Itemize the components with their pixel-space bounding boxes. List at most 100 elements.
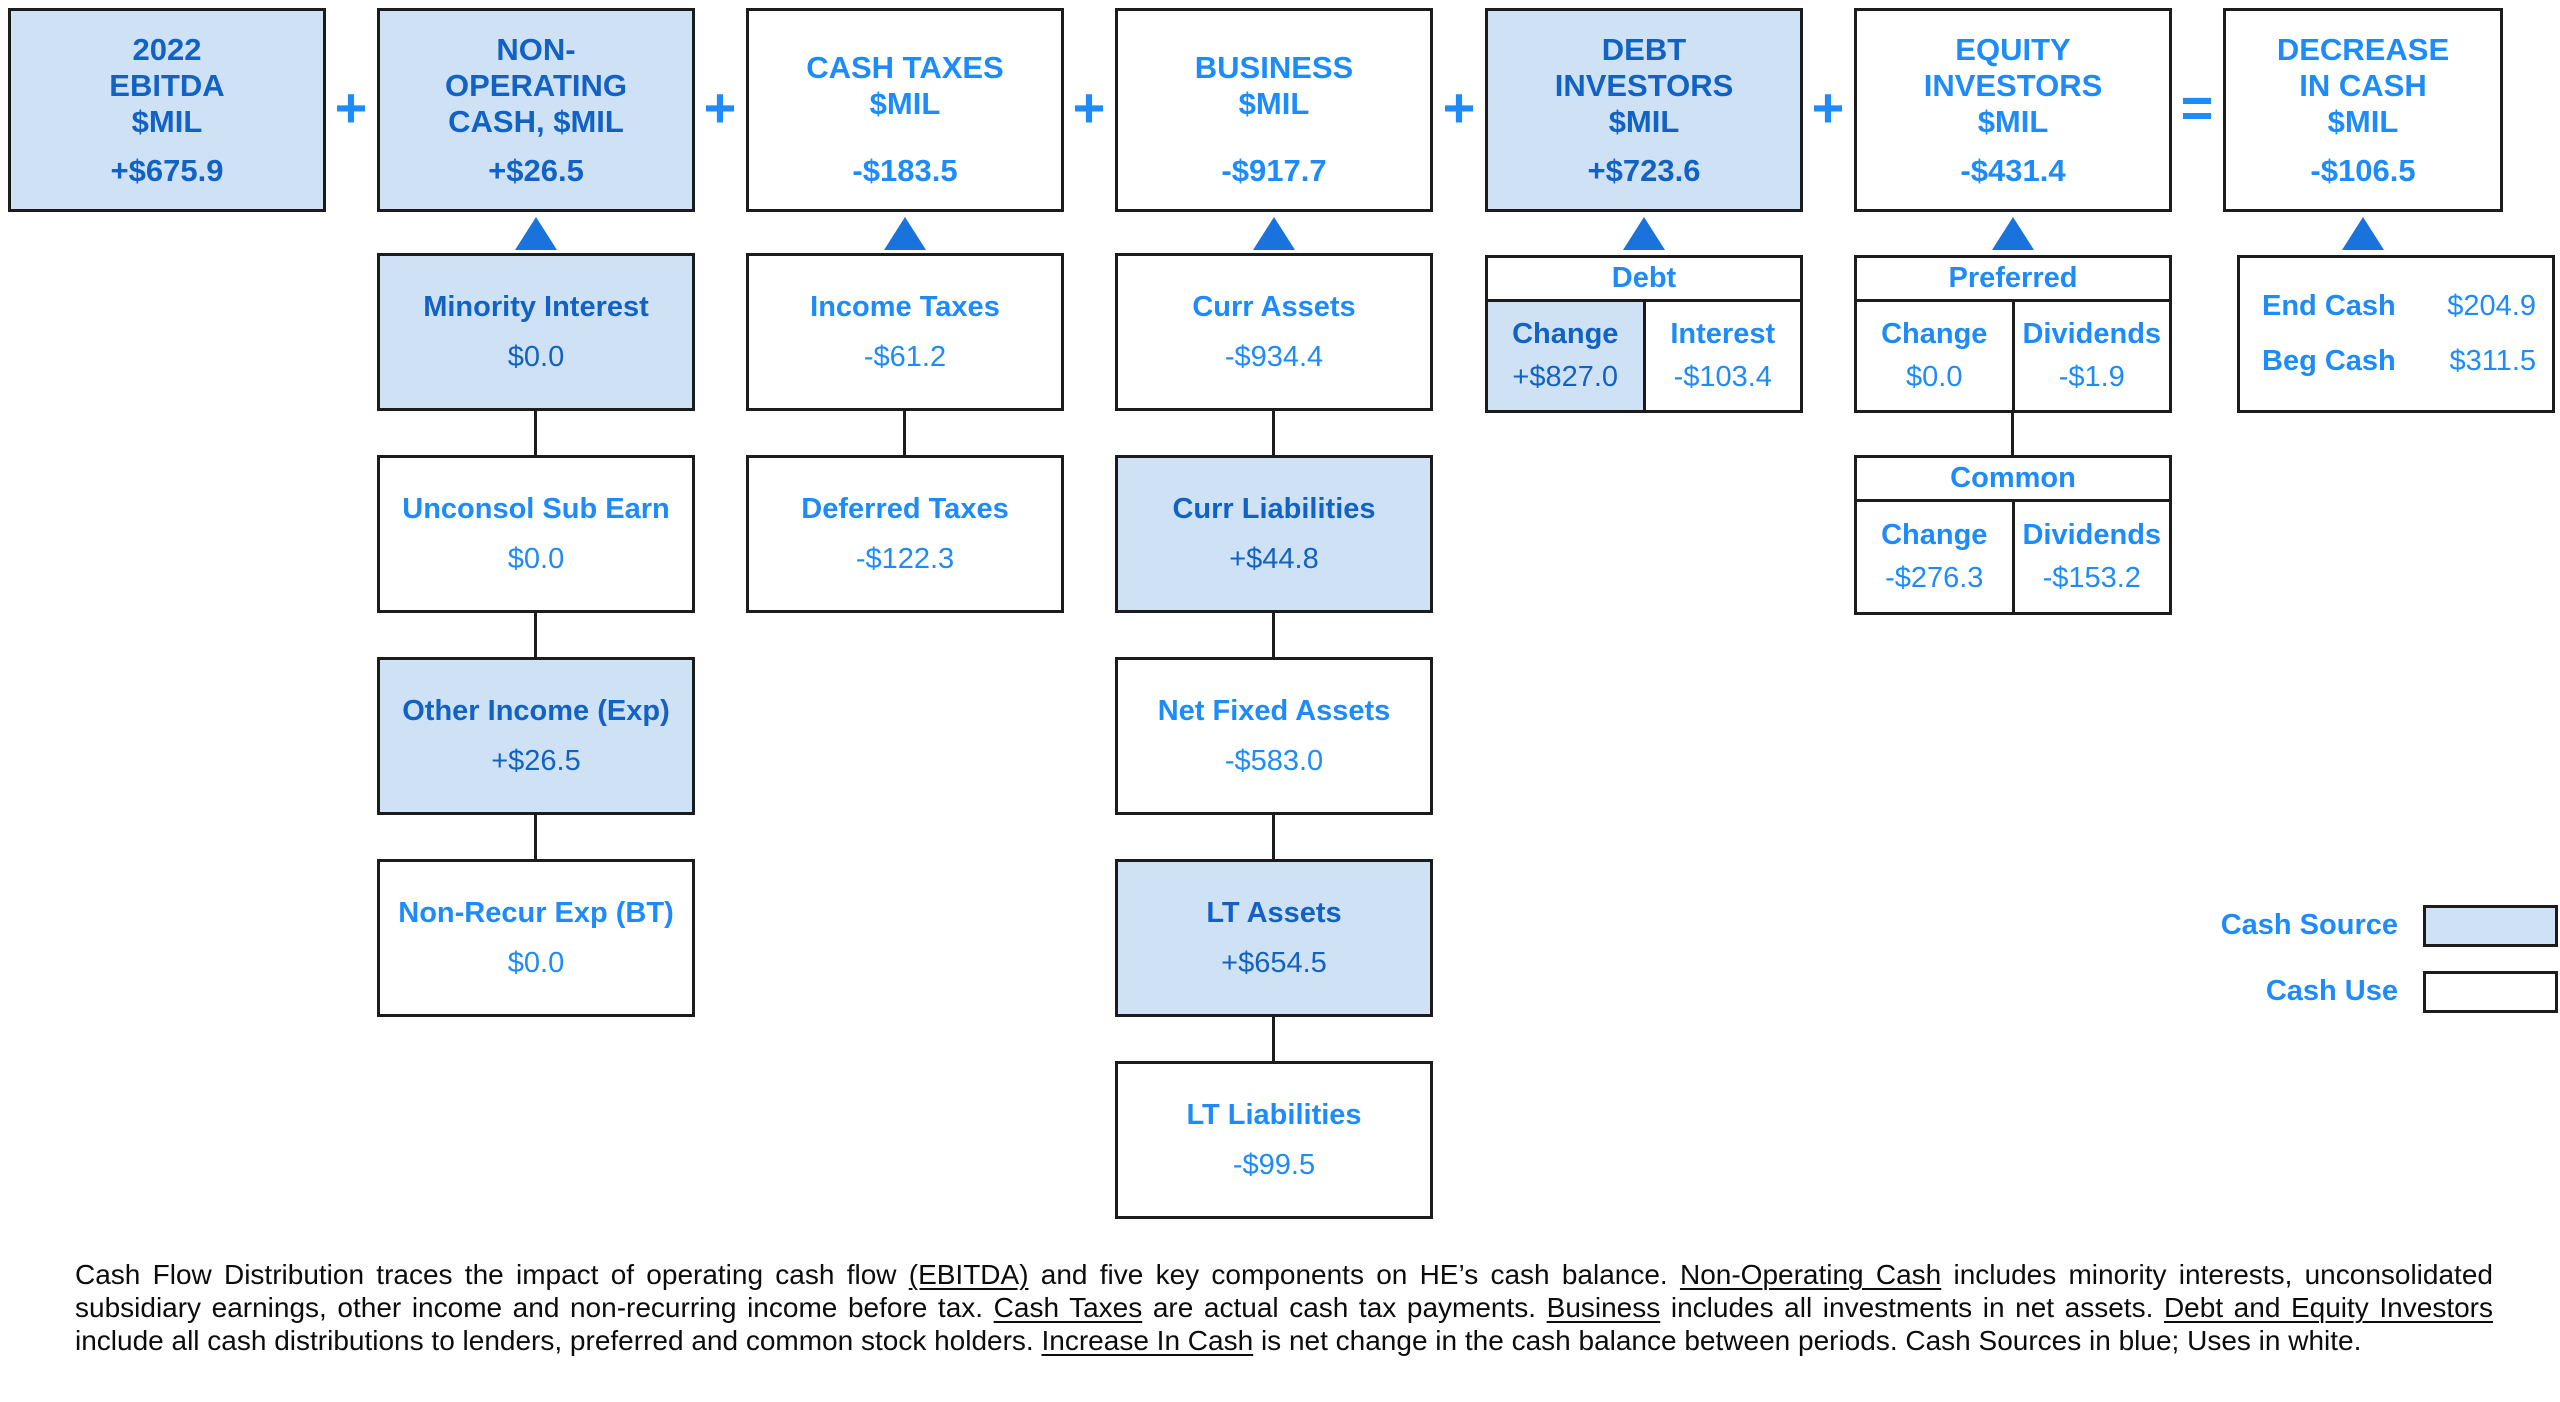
- cash-label: End Cash: [2262, 290, 2396, 322]
- preferred-table: Preferred Change $0.0 Dividends -$1.9: [1854, 255, 2172, 413]
- box-title: CASH TAXES $MIL: [806, 49, 1004, 121]
- box-label: Unconsol Sub Earn: [402, 492, 670, 525]
- business-box: BUSINESS $MIL -$917.7: [1115, 8, 1433, 212]
- box-label: Net Fixed Assets: [1157, 694, 1391, 727]
- legend-swatch-cash-source: [2423, 905, 2558, 947]
- footnote-segment: include all cash distributions to lender…: [75, 1325, 1042, 1356]
- box-value: +$26.5: [491, 744, 581, 777]
- box-value: -$61.2: [863, 340, 947, 373]
- cell-value: -$1.9: [2058, 361, 2125, 393]
- box-value: +$675.9: [110, 153, 224, 188]
- box-label: Other Income (Exp): [402, 694, 670, 727]
- footnote-segment: and five key components on HE’s cash bal…: [1028, 1259, 1680, 1290]
- connector-line: [1272, 815, 1275, 859]
- connector-line: [1272, 613, 1275, 657]
- table-body: Change -$276.3 Dividends -$153.2: [1857, 502, 2169, 612]
- equals-operator: =: [2180, 76, 2214, 139]
- footnote-segment: Non-Operating Cash: [1679, 1259, 1942, 1290]
- equity-investors-box: EQUITY INVESTORS $MIL -$431.4: [1854, 8, 2172, 212]
- cell-value: -$153.2: [2042, 562, 2141, 594]
- non-operating-cash-box: NON- OPERATING CASH, $MIL +$26.5: [377, 8, 695, 212]
- box-value: $0.0: [507, 946, 565, 979]
- cell-value: -$103.4: [1673, 361, 1772, 393]
- box-label: Minority Interest: [423, 290, 649, 323]
- cash-balance-box: End Cash $204.9 Beg Cash $311.5: [2237, 255, 2555, 413]
- cell-label: Dividends: [2022, 318, 2162, 350]
- footnote-segment: are actual cash tax payments.: [1142, 1292, 1547, 1323]
- up-arrow-icon: [884, 217, 926, 250]
- box-title: DEBT INVESTORS $MIL: [1554, 31, 1734, 140]
- legend-label-cash-use: Cash Use: [2265, 975, 2398, 1007]
- cell-label: Dividends: [2022, 519, 2162, 551]
- box-value: +$26.5: [488, 153, 584, 188]
- box-value: $0.0: [507, 340, 565, 373]
- footnote-segment: Cash Taxes: [993, 1292, 1143, 1323]
- footnote-segment: includes minority interests, unconsolida…: [75, 1259, 2493, 1323]
- connector-line: [534, 613, 537, 657]
- connector-line: [1272, 411, 1275, 455]
- cell-label: Change: [1881, 318, 1988, 350]
- cell-label: Change: [1881, 519, 1988, 551]
- preferred-change-cell: Change $0.0: [1857, 302, 2012, 410]
- debt-interest-cell: Interest -$103.4: [1642, 302, 1800, 410]
- cell-label: Change: [1512, 318, 1619, 350]
- cash-value: $311.5: [2449, 345, 2536, 377]
- cell-value: -$276.3: [1885, 562, 1984, 594]
- box-title: DECREASE IN CASH $MIL: [2276, 31, 2450, 140]
- connector-line: [534, 411, 537, 455]
- box-title: BUSINESS $MIL: [1194, 49, 1354, 121]
- box-value: -$583.0: [1224, 744, 1324, 777]
- cell-label: Interest: [1670, 318, 1776, 350]
- cell-value: $0.0: [1906, 361, 1963, 393]
- box-label: Curr Assets: [1192, 290, 1356, 323]
- box-label: Non-Recur Exp (BT): [398, 896, 674, 929]
- lt-assets-box: LT Assets +$654.5: [1115, 859, 1433, 1017]
- plus-operator-3: +: [1072, 76, 1106, 139]
- plus-operator-5: +: [1811, 76, 1845, 139]
- table-body: Change $0.0 Dividends -$1.9: [1857, 302, 2169, 410]
- up-arrow-icon: [515, 217, 557, 250]
- debt-table: Debt Change +$827.0 Interest -$103.4: [1485, 255, 1803, 413]
- box-value: +$654.5: [1221, 946, 1327, 979]
- footnote-segment: Debt and Equity Investors: [2163, 1292, 2493, 1323]
- table-header: Preferred: [1857, 258, 2169, 302]
- non-recur-exp-box: Non-Recur Exp (BT) $0.0: [377, 859, 695, 1017]
- box-value: -$917.7: [1221, 153, 1327, 188]
- box-label: Income Taxes: [810, 290, 1000, 323]
- table-body: Change +$827.0 Interest -$103.4: [1488, 302, 1800, 410]
- box-value: -$183.5: [852, 153, 958, 188]
- box-label: LT Liabilities: [1186, 1098, 1362, 1131]
- footnote-segment: Business: [1546, 1292, 1661, 1323]
- up-arrow-icon: [1623, 217, 1665, 250]
- ebitda-box: 2022 EBITDA $MIL +$675.9: [8, 8, 326, 212]
- common-table: Common Change -$276.3 Dividends -$153.2: [1854, 455, 2172, 615]
- box-value: -$106.5: [2310, 153, 2416, 188]
- footnote-segment: Cash Flow Distribution traces the impact…: [75, 1259, 909, 1290]
- minority-interest-box: Minority Interest $0.0: [377, 253, 695, 411]
- curr-assets-box: Curr Assets -$934.4: [1115, 253, 1433, 411]
- connector-line: [534, 815, 537, 859]
- curr-liabilities-box: Curr Liabilities +$44.8: [1115, 455, 1433, 613]
- table-header: Common: [1857, 458, 2169, 502]
- box-value: $0.0: [507, 542, 565, 575]
- box-label: Deferred Taxes: [801, 492, 1009, 525]
- plus-operator-4: +: [1442, 76, 1476, 139]
- footnote-segment: includes all investments in net assets.: [1660, 1292, 2164, 1323]
- common-change-cell: Change -$276.3: [1857, 502, 2012, 612]
- unconsol-sub-earn-box: Unconsol Sub Earn $0.0: [377, 455, 695, 613]
- decrease-in-cash-box: DECREASE IN CASH $MIL -$106.5: [2223, 8, 2503, 212]
- cash-label: Beg Cash: [2262, 345, 2396, 377]
- plus-operator-1: +: [334, 76, 368, 139]
- preferred-dividends-cell: Dividends -$1.9: [2011, 302, 2169, 410]
- cash-taxes-box: CASH TAXES $MIL -$183.5: [746, 8, 1064, 212]
- box-value: +$723.6: [1587, 153, 1701, 188]
- net-fixed-assets-box: Net Fixed Assets -$583.0: [1115, 657, 1433, 815]
- box-title: NON- OPERATING CASH, $MIL: [445, 31, 627, 140]
- connector-line: [2011, 413, 2014, 455]
- plus-operator-2: +: [703, 76, 737, 139]
- legend-swatch-cash-use: [2423, 971, 2558, 1013]
- up-arrow-icon: [2342, 217, 2384, 250]
- common-dividends-cell: Dividends -$153.2: [2011, 502, 2169, 612]
- footnote-segment: (EBITDA): [908, 1259, 1029, 1290]
